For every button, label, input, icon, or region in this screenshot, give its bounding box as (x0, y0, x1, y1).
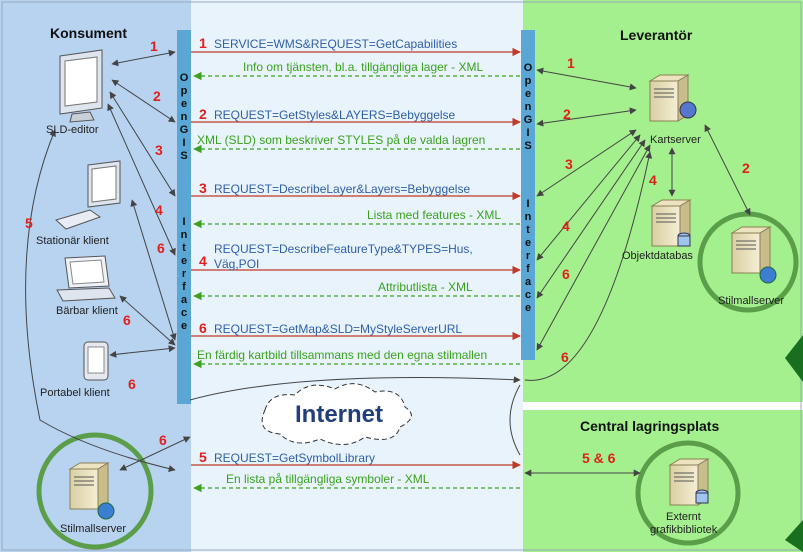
message-3-request: REQUEST=DescribeLayer&Layers=Bebyggelse (214, 182, 471, 196)
central-storage-title: Central lagringsplats (580, 418, 720, 434)
message-1-step: 1 (199, 35, 207, 51)
external-library-server-icon (669, 458, 709, 506)
left-step-5: 5 (25, 215, 33, 231)
laptop-client-icon (56, 255, 116, 302)
right-step-1: 1 (567, 55, 575, 71)
external-library-label-line2: grafikbibliotek (650, 524, 718, 536)
left-step-6d: 6 (159, 432, 167, 448)
message-2-response: XML (SLD) som beskriver STYLES på de val… (197, 133, 486, 147)
internet-zone (191, 0, 523, 552)
object-database-label: Objektdatabas (622, 250, 693, 262)
external-library-highlight (635, 440, 741, 546)
consumer-style-server-label: Stilmallserver (60, 523, 127, 535)
left-step-1: 1 (150, 38, 158, 54)
message-1-response: Info om tjänsten, bl.a. tillgängliga lag… (243, 60, 484, 74)
message-1-request: SERVICE=WMS&REQUEST=GetCapabilities (214, 37, 458, 51)
left-step-4: 4 (155, 202, 163, 218)
right-step-2: 2 (563, 106, 571, 122)
right-step-2b: 2 (742, 160, 750, 176)
right-step-4b: 4 (562, 218, 570, 234)
provider-title: Leverantör (620, 27, 693, 43)
consumer-title: Konsument (50, 25, 127, 41)
laptop-client-label: Bärbar klient (56, 305, 118, 317)
left-step-6a: 6 (157, 240, 165, 256)
left-step-6b: 6 (123, 312, 131, 328)
message-2-step: 2 (199, 106, 207, 122)
provider-style-server-icon (731, 226, 777, 284)
message-6-request: REQUEST=GetMap&SLD=MyStyleServerURL (214, 322, 463, 336)
message-5-step: 5 (199, 449, 207, 465)
left-step-3: 3 (155, 142, 163, 158)
message-4-request-line2: Väg,POI (214, 257, 260, 271)
message-5-request: REQUEST=GetSymbolLibrary (214, 451, 376, 465)
opengis-interface-left (177, 30, 191, 404)
right-step-4a: 4 (649, 172, 657, 188)
message-4-request-line1: REQUEST=DescribeFeatureType&TYPES=Hus, (214, 242, 473, 256)
central-step-number: 5 & 6 (582, 450, 616, 466)
object-database-icon (651, 199, 691, 247)
internet-cloud-shape (261, 383, 412, 445)
message-2-request: REQUEST=GetStyles&LAYERS=Bebyggelse (214, 108, 456, 122)
right-step-6a: 6 (562, 266, 570, 282)
map-server-icon (649, 74, 697, 122)
message-4-response: Attributlista - XML (378, 280, 473, 294)
sld-editor-label: SLD-editor (46, 124, 99, 136)
external-library-label-line1: Externt (666, 511, 701, 523)
consumer-style-server-icon (69, 462, 115, 520)
map-server-label: Kartserver (650, 134, 701, 146)
message-3-response: Lista med features - XML (367, 208, 502, 222)
message-6-response: En färdig kartbild tillsammans med den e… (197, 348, 488, 362)
portable-client-icon (83, 341, 109, 381)
portable-client-label: Portabel klient (40, 387, 110, 399)
left-step-6c: 6 (128, 376, 136, 392)
left-step-2: 2 (153, 88, 161, 104)
sld-editor-icon (59, 49, 103, 123)
right-step-3: 3 (565, 156, 573, 172)
message-6-step: 6 (199, 320, 207, 336)
provider-style-server-label: Stilmallserver (718, 295, 785, 307)
internet-label: Internet (295, 401, 384, 428)
message-5-response: En lista på tillgängliga symboler - XML (226, 472, 430, 486)
central-storage-zone (523, 410, 803, 552)
opengis-interface-right (521, 30, 535, 360)
message-4-step: 4 (199, 253, 207, 269)
stationary-client-label: Stationär klient (36, 235, 109, 247)
stationary-client-icon (55, 160, 121, 230)
message-3-step: 3 (199, 180, 207, 196)
right-step-6b: 6 (561, 349, 569, 365)
